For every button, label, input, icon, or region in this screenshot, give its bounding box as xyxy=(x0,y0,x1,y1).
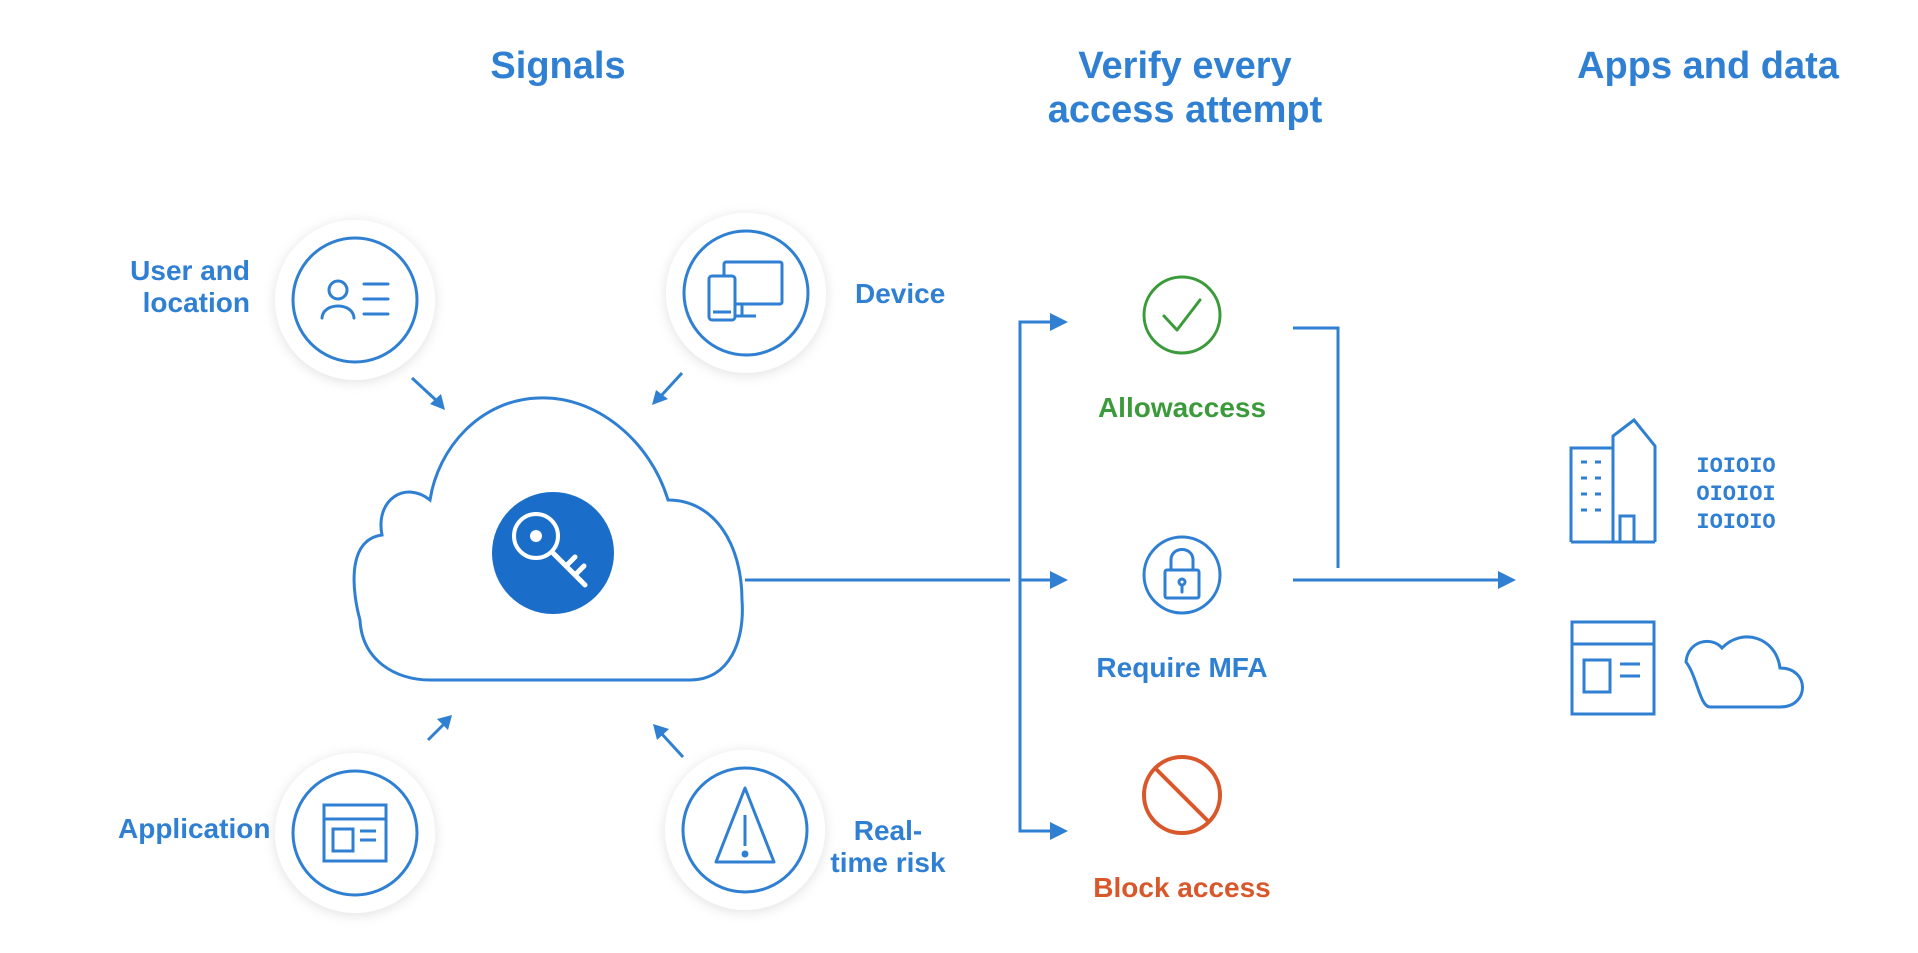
svg-text:OIOIOI: OIOIOI xyxy=(1696,482,1775,507)
signals-heading: Signals xyxy=(490,45,626,87)
binary-data-icon: IOIOIO OIOIOI IOIOIO xyxy=(1696,454,1775,535)
key-icon xyxy=(492,492,614,614)
lock-icon xyxy=(1142,535,1222,615)
decision-connectors xyxy=(745,313,1068,840)
monitor-icon xyxy=(707,260,784,322)
realtime-risk-label: Real-time risk xyxy=(830,815,946,879)
check-icon xyxy=(1142,275,1222,355)
apps-heading: Apps and data xyxy=(1577,45,1839,87)
signal-arrows xyxy=(410,371,685,759)
realtime-risk-signal xyxy=(665,750,825,910)
svg-text:IOIOIO: IOIOIO xyxy=(1696,454,1775,479)
application-signal xyxy=(275,753,435,913)
app-window-icon xyxy=(1570,620,1656,716)
device-signal xyxy=(666,213,826,373)
svg-text:IOIOIO: IOIOIO xyxy=(1696,510,1775,535)
apps-connector xyxy=(1293,326,1516,589)
require-mfa-label: Require MFA xyxy=(1096,652,1268,683)
block-icon xyxy=(1142,755,1222,835)
application-label: Application xyxy=(118,813,271,844)
user-location-label: User and location xyxy=(130,255,250,319)
cloud-icon xyxy=(1684,635,1804,709)
device-label: Device xyxy=(855,278,946,309)
app-window-icon xyxy=(322,803,388,863)
user-location-signal xyxy=(275,220,435,380)
verify-heading: Verify every access attempt xyxy=(1047,45,1323,131)
building-icon xyxy=(1569,417,1657,544)
block-access-label: Block access xyxy=(1093,872,1271,903)
user-card-icon xyxy=(320,279,390,320)
warning-icon xyxy=(714,786,776,864)
allow-access-label: Allowaccess xyxy=(1097,392,1267,423)
